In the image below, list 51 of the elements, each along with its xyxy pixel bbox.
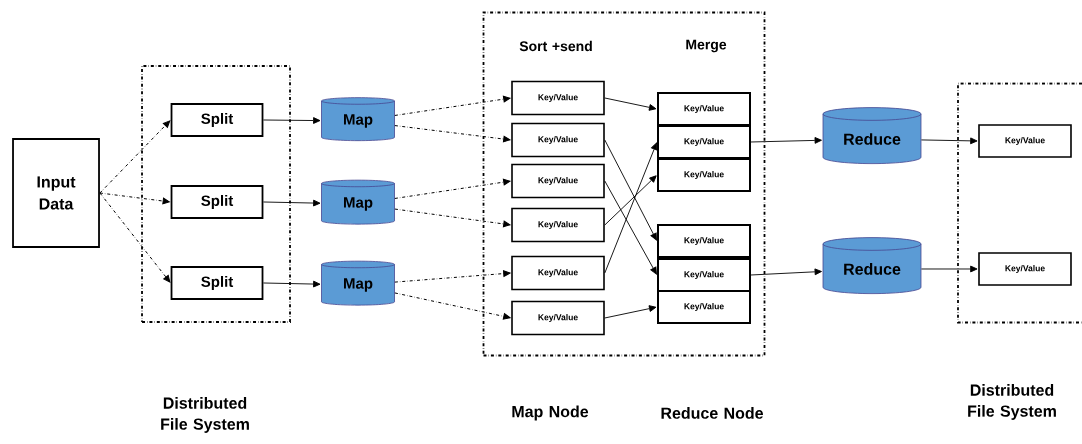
process-box: Split — [170, 103, 264, 137]
database-cylinder: Map — [321, 97, 395, 142]
arrow — [604, 139, 657, 241]
arrow — [604, 175, 657, 226]
group-heading: Merge — [686, 39, 727, 53]
arrow — [604, 180, 657, 275]
key-value-box: Key/Value — [657, 258, 751, 292]
group-label: Distributed File System — [968, 384, 1056, 420]
arrow — [262, 117, 321, 124]
arrow — [750, 268, 822, 276]
database-cylinder: Map — [321, 260, 395, 306]
arrow — [920, 265, 978, 273]
process-box: Split — [170, 185, 264, 219]
key-value-box: Key/Value — [511, 163, 605, 199]
group-label: Map Node — [512, 405, 589, 421]
database-cylinder: Reduce — [822, 237, 922, 294]
arrow — [99, 120, 171, 194]
arrow — [99, 192, 171, 283]
arrow — [394, 125, 511, 143]
arrow — [394, 270, 511, 283]
database-cylinder: Reduce — [822, 107, 922, 164]
key-value-box: Key/Value — [657, 92, 751, 126]
key-value-box: Key/Value — [511, 122, 605, 158]
arrow — [394, 178, 511, 199]
group-label: Reduce Node — [661, 407, 763, 419]
arrow — [604, 142, 658, 274]
key-value-box: Key/Value — [657, 158, 751, 192]
arrow — [394, 292, 511, 320]
arrow — [394, 95, 511, 116]
key-value-box: Key/Value — [657, 290, 751, 324]
database-cylinder: Map — [321, 179, 395, 225]
arrow — [604, 97, 657, 111]
key-value-box: Key/Value — [978, 252, 1072, 286]
arrow — [750, 137, 822, 144]
arrow — [394, 208, 511, 228]
process-box: Input Data — [12, 138, 100, 248]
arrow — [99, 192, 170, 205]
arrow — [604, 305, 657, 319]
key-value-box: Key/Value — [657, 224, 751, 258]
key-value-box: Key/Value — [511, 255, 605, 291]
key-value-box: Key/Value — [657, 125, 751, 159]
key-value-box: Key/Value — [511, 207, 605, 243]
arrow — [262, 199, 321, 207]
group-heading: Sort +send — [519, 40, 592, 52]
key-value-box: Key/Value — [511, 300, 605, 336]
arrow — [920, 137, 978, 145]
key-value-box: Key/Value — [978, 124, 1072, 158]
process-box: Split — [170, 266, 264, 300]
group-label: Distributed File System — [161, 397, 249, 433]
key-value-box: Key/Value — [511, 80, 605, 116]
arrow — [262, 280, 321, 288]
